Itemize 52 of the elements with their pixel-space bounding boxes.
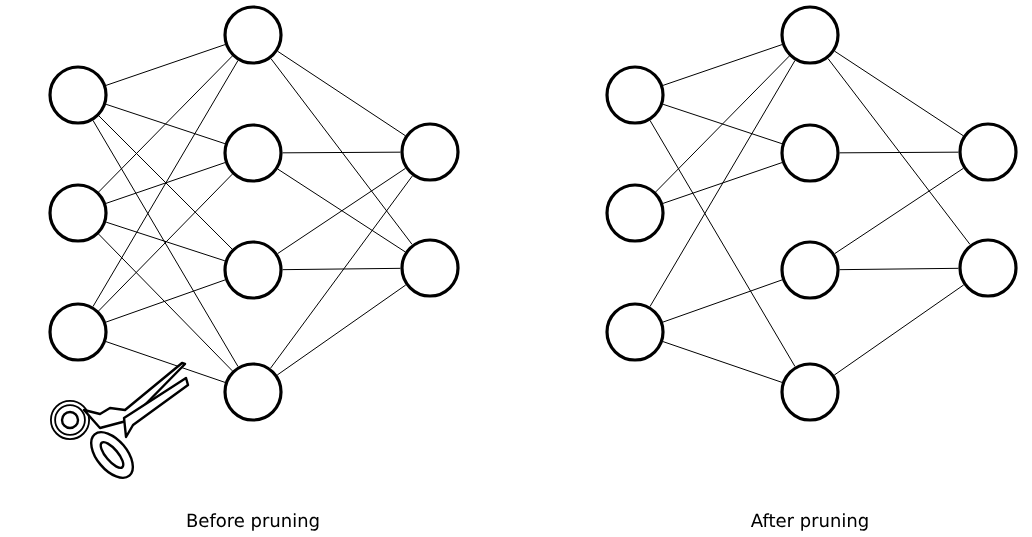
neuron-circle xyxy=(223,240,283,300)
connection-line xyxy=(92,60,239,307)
connection-line xyxy=(827,58,971,245)
neuron-circle xyxy=(223,362,283,422)
neuron-circle xyxy=(605,65,665,125)
connection-line xyxy=(98,173,233,312)
connection-line xyxy=(662,279,783,323)
neuron-circle xyxy=(223,123,283,183)
connection-line xyxy=(105,103,226,145)
connection-line xyxy=(98,233,233,372)
connection-line xyxy=(662,103,783,145)
caption-text: Before pruning xyxy=(187,513,319,531)
connection-line xyxy=(649,60,796,307)
caption-text: After pruning xyxy=(750,513,868,531)
neuron-circle xyxy=(605,302,665,362)
connection-line xyxy=(92,120,239,367)
connection-line xyxy=(270,58,413,245)
connection-line xyxy=(834,167,964,255)
connection-line xyxy=(833,284,965,376)
connection-line xyxy=(839,267,959,271)
connection-line xyxy=(662,341,783,383)
neuron-circle xyxy=(780,362,840,422)
connection-line xyxy=(105,221,226,262)
connection-line xyxy=(270,175,413,369)
connection-line xyxy=(276,284,407,376)
neuron-circle xyxy=(780,123,840,183)
connection-line xyxy=(282,267,401,271)
neuron-circle xyxy=(605,183,665,243)
neuron-circle xyxy=(400,122,460,182)
neuron-circle xyxy=(48,65,108,125)
connection-line xyxy=(282,151,401,154)
connection-line xyxy=(834,50,964,137)
connection-line xyxy=(105,279,226,323)
connection-line xyxy=(662,162,783,204)
connection-line xyxy=(277,50,406,137)
neuron-circle xyxy=(780,240,840,300)
connection-line xyxy=(98,115,233,250)
connection-line xyxy=(839,151,959,154)
connection-line xyxy=(649,120,796,367)
neuron-circle xyxy=(48,302,108,362)
neuron-circle xyxy=(223,5,283,65)
connection-line xyxy=(662,44,783,86)
connection-line xyxy=(98,55,233,193)
neuron-circle xyxy=(780,5,840,65)
connection-line xyxy=(105,44,226,86)
connection-line xyxy=(105,162,226,204)
neuron-circle xyxy=(958,238,1018,298)
connection-line xyxy=(105,341,226,383)
neuron-circle xyxy=(958,122,1018,182)
neuron-circle xyxy=(48,183,108,243)
neuron-circle xyxy=(400,238,460,298)
connection-line xyxy=(655,55,790,193)
